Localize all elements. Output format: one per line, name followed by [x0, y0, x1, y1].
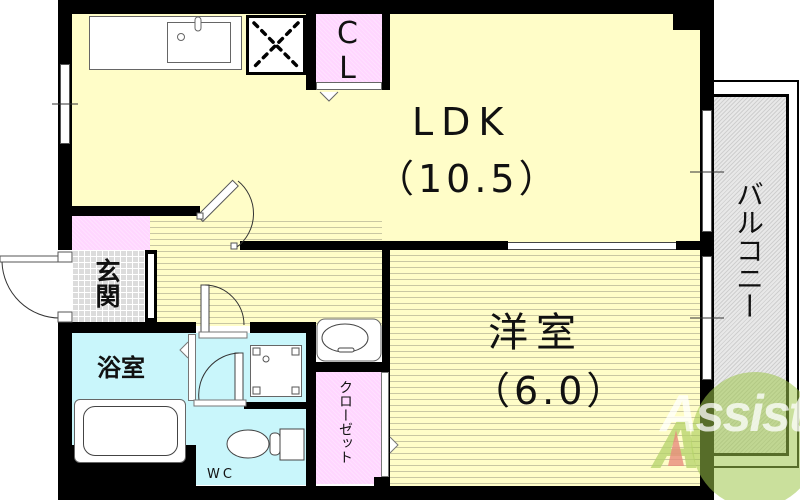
wall-wash-wc [244, 402, 306, 409]
wall-cl-left [306, 14, 316, 90]
faucet-icon [177, 16, 202, 41]
western-room-size-label: （6.0） [472, 369, 629, 413]
entrance-label: 玄関 [92, 258, 121, 308]
toilet-label: WC [207, 467, 235, 482]
balcony-label: バルコニー [732, 180, 765, 320]
cl-door[interactable] [316, 82, 382, 90]
bathtub-inner [83, 406, 178, 456]
assist-watermark-text: Assist [660, 385, 800, 443]
closet-door[interactable] [381, 372, 389, 477]
window-ldk-right [702, 110, 712, 232]
entrance-door-icon[interactable] [0, 251, 74, 323]
kitchen-closet-floor [316, 14, 382, 82]
western-room-label: 洋室 [488, 310, 584, 356]
wall-ldk-bottom-left [72, 206, 200, 216]
bathroom-label: 浴室 [97, 354, 145, 382]
wall-western-left [382, 250, 390, 486]
sliding-door-ldk-western[interactable] [508, 242, 676, 250]
ldk-size-label: （10.5） [376, 157, 561, 201]
ldk-label: LDK [412, 100, 512, 144]
wall-ldk-bottom-right [676, 241, 700, 250]
bath-door-arrow-icon [179, 341, 189, 359]
gas-stove-icon [246, 15, 306, 75]
wall-wet-right [306, 322, 316, 500]
hallway-floor [150, 216, 382, 326]
closet-corner [374, 477, 384, 486]
wall-notch [673, 14, 701, 30]
toilet-icon [226, 428, 305, 461]
entrance-post-inner [148, 254, 154, 318]
washroom-door-icon[interactable] [195, 280, 255, 340]
wall-washroom-top [250, 322, 316, 333]
closet-floor [316, 372, 381, 484]
wc-door-icon[interactable] [190, 350, 250, 420]
wall-ldk-bottom-mid [240, 241, 508, 250]
wall-basin-bottom [316, 362, 382, 372]
entrance-step [72, 216, 150, 250]
ldk-door-icon[interactable] [195, 175, 255, 255]
wall-cl-right [382, 14, 390, 90]
kitchen-closet-label: CL [330, 16, 365, 86]
wall-bottom [58, 486, 714, 500]
bath-door[interactable] [188, 334, 196, 401]
western-room-floor [388, 250, 700, 486]
assist-watermark-logo: A [650, 372, 800, 500]
entrance-tile [72, 250, 145, 322]
closet-label: クローゼット [337, 380, 353, 464]
washbasin-icon [316, 318, 382, 362]
wall-entrance-bath [58, 322, 196, 333]
cl-door-arrow-icon [319, 91, 339, 102]
closet-door-arrow-icon [389, 436, 399, 454]
wall-top [58, 0, 714, 14]
washing-machine-drain-icon [252, 347, 300, 395]
